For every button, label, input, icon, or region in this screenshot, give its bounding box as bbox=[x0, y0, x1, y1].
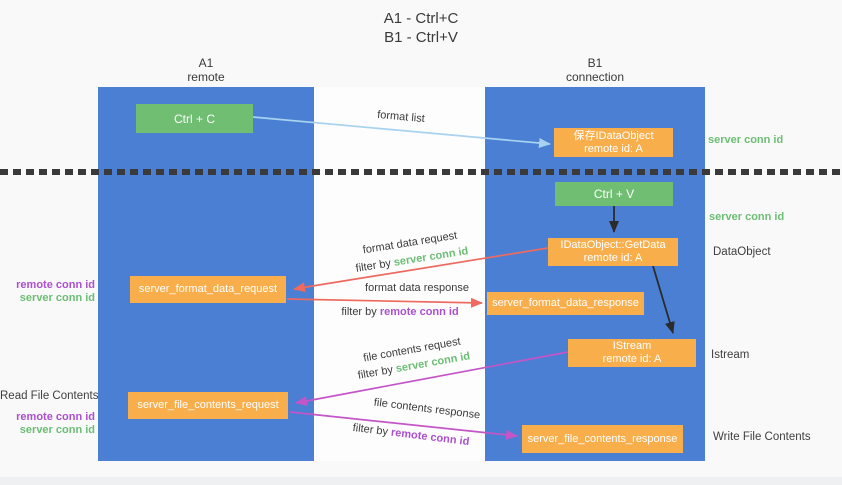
node-getdata-line1: IDataObject::GetData bbox=[560, 239, 666, 251]
node-istream-line1: IStream bbox=[612, 340, 652, 352]
node-file-response-label: server_file_contents_response bbox=[527, 432, 678, 445]
title-line-2: B1 - Ctrl+V bbox=[384, 29, 458, 46]
filter-value-2: remote conn id bbox=[379, 306, 459, 318]
node-save-idataobject: 保存IDataObject remote id: A bbox=[554, 128, 673, 157]
label-dataobject: DataObject bbox=[713, 246, 771, 258]
label-remote-conn-id-2: remote conn id bbox=[16, 411, 95, 423]
filter-prefix-2: filter by bbox=[341, 306, 377, 318]
node-idataobject-getdata: IDataObject::GetData remote id: A bbox=[548, 238, 678, 266]
label-server-conn-id-mid: server conn id bbox=[709, 211, 785, 223]
node-ctrl-v-label: Ctrl + V bbox=[593, 187, 635, 201]
node-ctrl-v: Ctrl + V bbox=[555, 182, 673, 206]
label-istream: Istream bbox=[711, 349, 750, 361]
label-server-conn-id-left-2: server conn id bbox=[19, 424, 95, 436]
lane-left-subtitle: remote bbox=[187, 70, 225, 84]
label-read-file-contents: Read File Contents bbox=[0, 390, 99, 402]
node-ctrl-c-label: Ctrl + C bbox=[173, 111, 215, 126]
label-format-data-response: format data response bbox=[365, 282, 469, 294]
title-line-1: A1 - Ctrl+C bbox=[383, 10, 459, 27]
label-server-conn-id-top: server conn id bbox=[708, 134, 784, 146]
bottom-strip bbox=[0, 477, 842, 485]
node-server-file-contents-request: server_file_contents_request bbox=[128, 392, 288, 419]
node-server-format-data-response: server_format_data_response bbox=[487, 292, 644, 315]
lane-left-id: A1 bbox=[198, 56, 214, 70]
lane-header-right: B1 connection bbox=[485, 56, 705, 84]
node-server-format-data-request: server_format_data_request bbox=[130, 276, 286, 303]
label-filter-by-remote-conn-id-1: filter by remote conn id bbox=[341, 306, 458, 318]
node-istream: IStream remote id: A bbox=[568, 339, 696, 367]
node-ctrl-c: Ctrl + C bbox=[136, 104, 253, 133]
label-remote-conn-id-1: remote conn id bbox=[16, 279, 95, 291]
node-save-idataobject-line2: remote id: A bbox=[584, 142, 643, 155]
node-getdata-line2: remote id: A bbox=[583, 252, 643, 264]
node-save-idataobject-line1: 保存IDataObject bbox=[573, 129, 654, 142]
node-istream-line2: remote id: A bbox=[602, 353, 662, 365]
node-server-file-contents-response: server_file_contents_response bbox=[522, 425, 683, 453]
lane-right-id: B1 bbox=[587, 56, 603, 70]
diagram-title: A1 - Ctrl+C B1 - Ctrl+V bbox=[0, 9, 842, 47]
node-file-request-label: server_file_contents_request bbox=[137, 399, 279, 411]
lane-right-subtitle: connection bbox=[565, 70, 625, 84]
node-format-request-label: server_format_data_request bbox=[138, 283, 278, 295]
label-write-file-contents: Write File Contents bbox=[713, 431, 811, 443]
node-format-response-label: server_format_data_response bbox=[492, 297, 639, 309]
label-server-conn-id-left-1: server conn id bbox=[19, 292, 95, 304]
lane-header-left: A1 remote bbox=[98, 56, 314, 84]
dotted-divider bbox=[0, 169, 842, 175]
